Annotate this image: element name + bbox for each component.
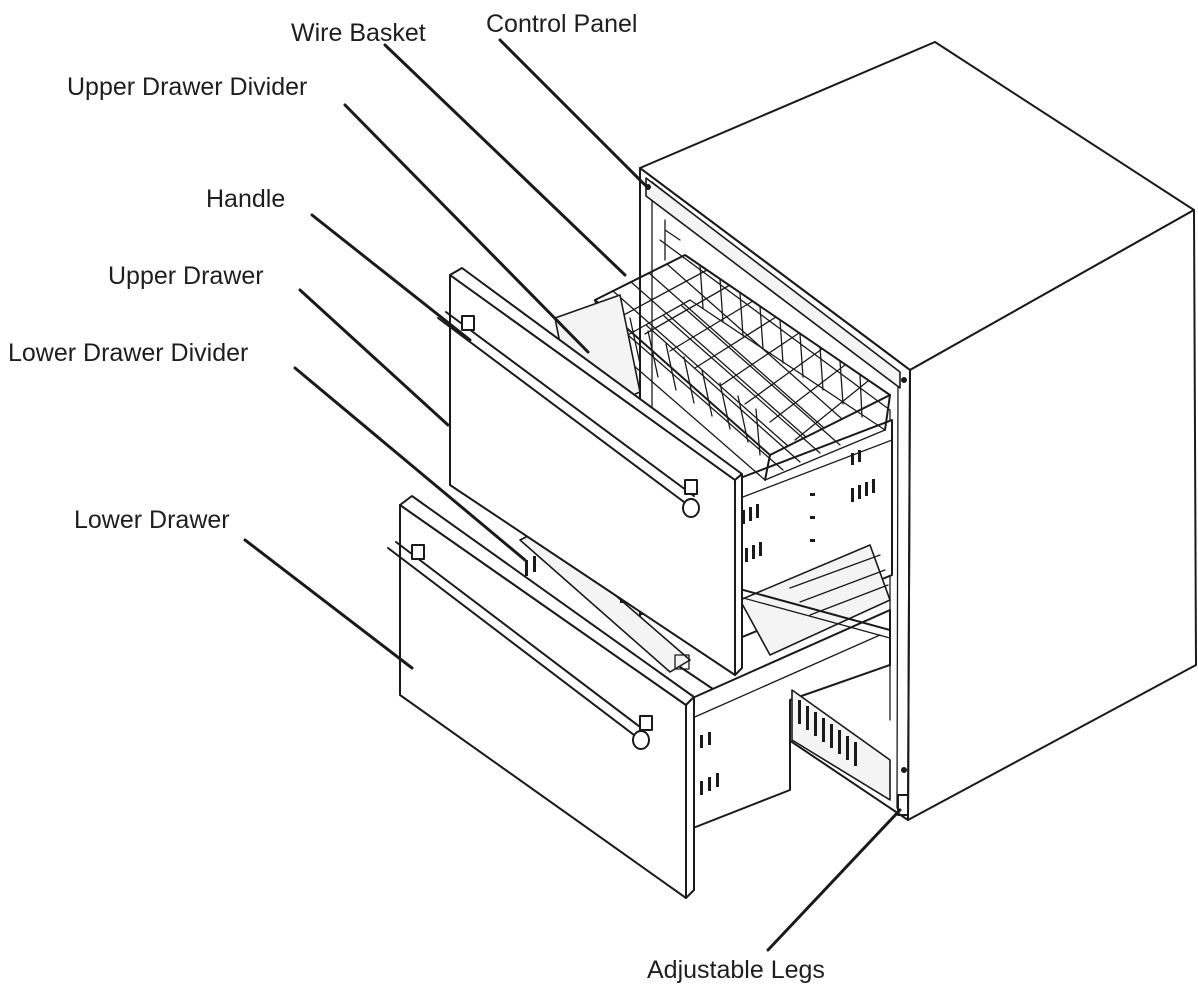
upper-drawer [437, 267, 743, 676]
label-upper-drawer: Upper Drawer [108, 262, 264, 290]
label-upper-drawer-divider: Upper Drawer Divider [67, 73, 307, 101]
leader-upper-drawer [298, 288, 450, 427]
cabinet-interior-detail [664, 229, 681, 241]
leader-control-panel [498, 38, 647, 187]
lower-interior [519, 529, 909, 831]
wire-basket [594, 254, 891, 481]
leader-wire-basket [383, 43, 627, 277]
control-panel-screw [645, 184, 651, 190]
label-lower-drawer-divider: Lower Drawer Divider [8, 339, 248, 367]
lower-drawer-handle [387, 541, 653, 750]
label-control-panel: Control Panel [486, 10, 637, 38]
leader-lines [243, 38, 902, 952]
toe-grille-slots [798, 700, 857, 766]
upper-drawer-box-rim [734, 439, 893, 501]
leader-adjustable-legs [766, 808, 902, 952]
upper-drawer-side-vents [742, 450, 875, 562]
cabinet-frame-screw [901, 767, 907, 773]
label-adjustable-legs: Adjustable Legs [647, 956, 825, 984]
upper-handle-bar [437, 317, 689, 506]
cabinet [639, 41, 1197, 821]
leader-lower-drawer [243, 538, 414, 670]
label-wire-basket: Wire Basket [291, 19, 426, 47]
cabinet-frame-screw [901, 377, 907, 383]
label-lower-drawer: Lower Drawer [74, 506, 230, 534]
callout-labels: Wire Basket Control Panel Upper Drawer D… [8, 10, 825, 984]
upper-drawer-handle [437, 311, 700, 518]
adjustable-leg [897, 794, 909, 816]
lower-shelf [739, 544, 891, 656]
control-panel-strip [645, 177, 901, 389]
label-handle: Handle [206, 185, 285, 213]
leader-lower-drawer-divider [293, 366, 527, 562]
leader-handle [310, 213, 472, 342]
upper-drawer-front-side-edge [734, 473, 743, 676]
lower-drawer [387, 495, 695, 899]
leader-upper-drawer-divider [343, 103, 590, 354]
lower-drawer-front-side-edge [685, 696, 695, 899]
